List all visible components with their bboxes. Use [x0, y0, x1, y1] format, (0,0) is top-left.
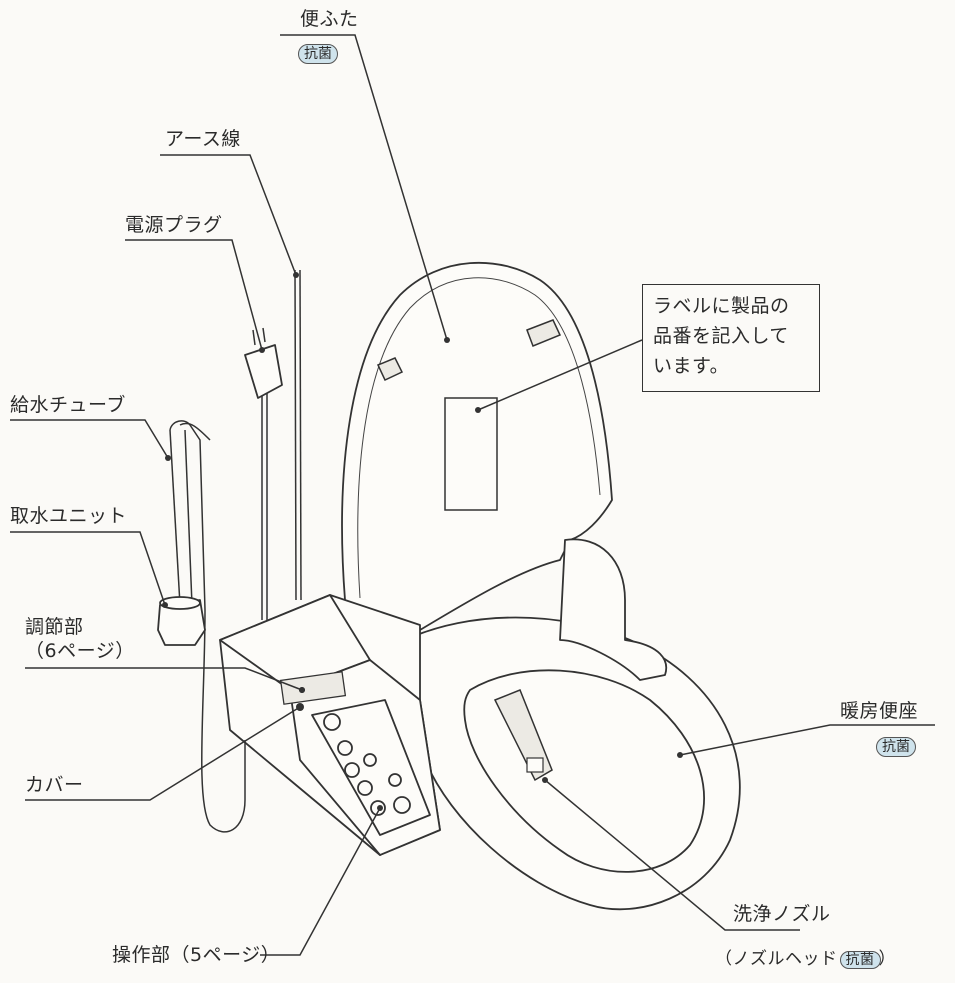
label-ground-wire: アース線 [165, 128, 241, 150]
leader-lines [10, 34, 935, 956]
label-nozzle-head: （ノズルヘッド抗菌） [715, 948, 896, 970]
label-adjust-part: 調節部 [25, 616, 84, 638]
seat-drawing [402, 538, 741, 911]
label-lid: 便ふた [300, 8, 359, 30]
product-label-note: ラベルに製品の 品番を記入して います。 [642, 284, 820, 392]
water-supply-drawing [157, 420, 246, 833]
label-intake-unit: 取水ユニット [10, 505, 128, 527]
cables-drawing [244, 269, 302, 620]
label-heated-seat: 暖房便座 [840, 700, 919, 722]
label-nozzle: 洗浄ノズル [733, 903, 831, 925]
seat-antibacterial-badge: 抗菌 [876, 737, 916, 757]
label-note-line1: ラベルに製品の [653, 295, 790, 317]
lid-antibacterial-badge: 抗菌 [298, 44, 338, 64]
label-supply-tube: 給水チューブ [10, 394, 126, 416]
label-note-line2: 品番を記入して [653, 325, 789, 347]
label-adjust-page: （6ページ） [25, 640, 135, 662]
nozzle-antibacterial-badge: 抗菌 [839, 951, 881, 969]
label-power-plug: 電源プラグ [125, 214, 223, 236]
label-note-line3: います。 [653, 355, 730, 377]
label-cover: カバー [25, 774, 84, 796]
nozzle-head-prefix: （ノズルヘッド [715, 949, 838, 969]
control-unit-drawing [219, 594, 441, 856]
product-label-sticker [444, 397, 498, 511]
lid-drawing [341, 261, 613, 631]
nozzle-head-suffix: ） [878, 949, 896, 969]
label-operation-part: 操作部（5ページ） [112, 944, 281, 966]
